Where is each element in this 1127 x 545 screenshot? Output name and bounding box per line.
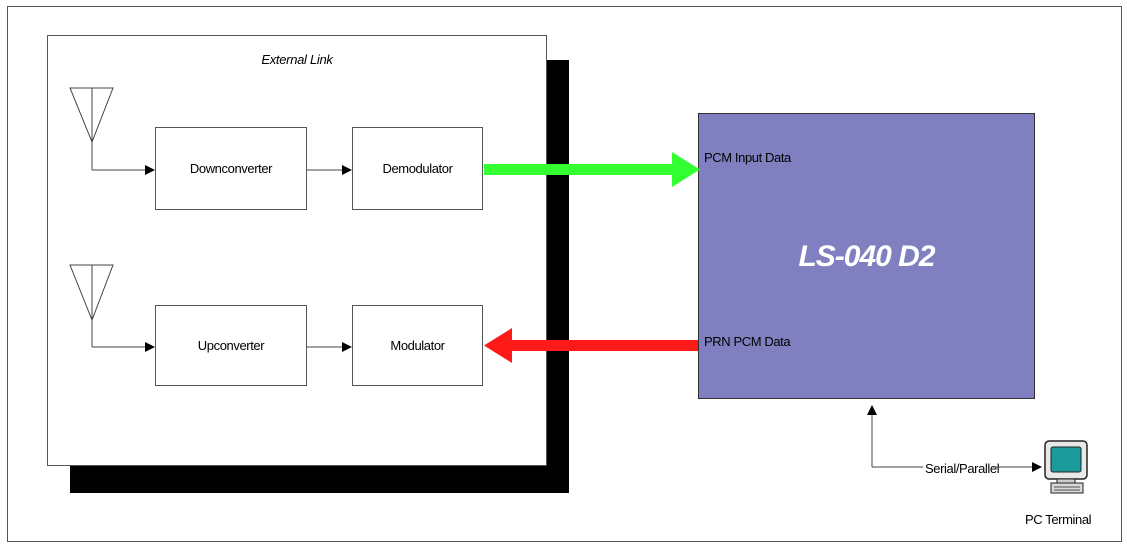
outer-frame [7,6,1122,542]
external-link-panel [47,35,547,466]
external-link-title: External Link [261,52,333,67]
prn-pcm-data-label: PRN PCM Data [704,334,791,349]
demodulator-block: Demodulator [352,127,483,210]
ls-040-d2-title: LS-040 D2 [798,240,935,273]
pc-terminal-label: PC Terminal [1025,512,1092,527]
serial-parallel-label: Serial/Parallel [925,461,1000,476]
pcm-input-arrow [484,152,700,187]
serial-parallel-connector [867,405,1042,472]
modulator-block: Modulator [352,305,483,386]
antenna-icon [69,87,114,170]
computer-monitor-icon [1044,440,1088,494]
prn-output-arrow [484,328,698,363]
pcm-input-data-label: PCM Input Data [704,150,791,165]
ls-040-d2-unit [698,113,1035,399]
upconverter-block: Upconverter [155,305,307,386]
downconverter-block: Downconverter [155,127,307,210]
antenna-icon [69,264,114,347]
